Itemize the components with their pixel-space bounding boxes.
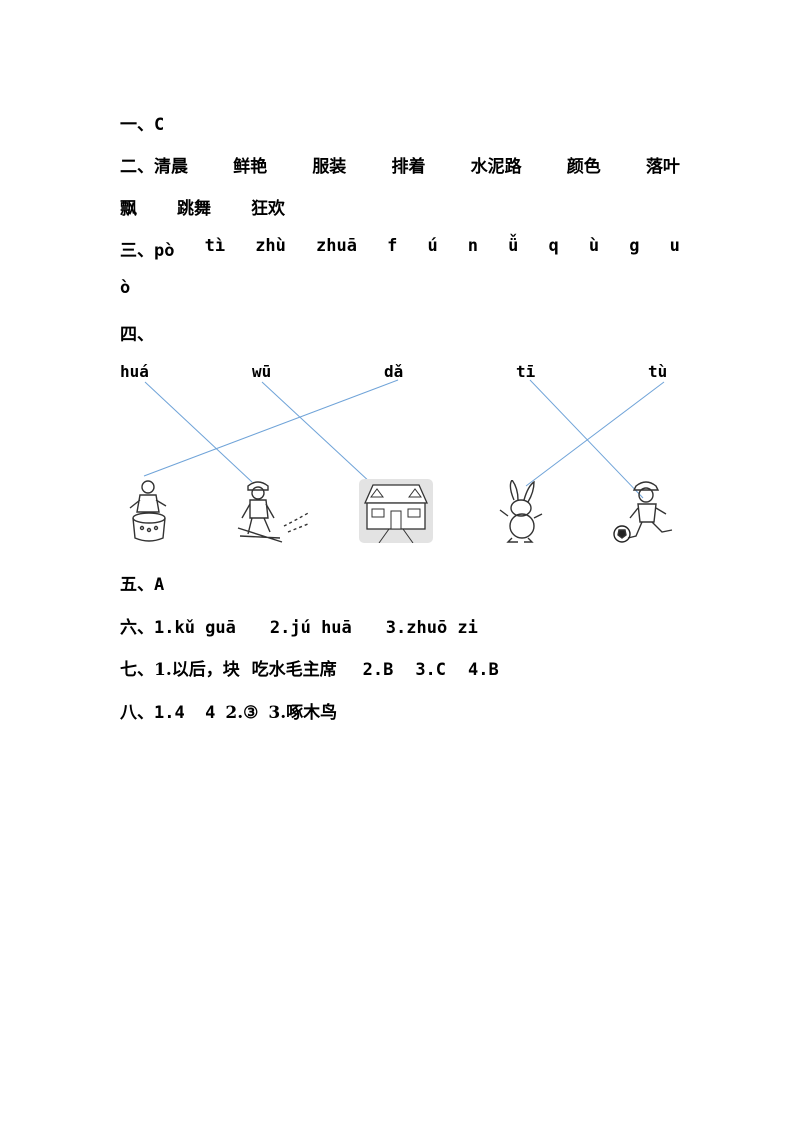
q4-pinyin-wu: wū (252, 362, 272, 381)
q3-syllable: tì (204, 236, 226, 256)
q7-item: 1.以后，块 吃水毛主席 (154, 660, 337, 680)
q6-item: 1.kǔ guā (154, 618, 236, 638)
q2-word: 二、清晨 (120, 157, 188, 177)
q8-item: 2.③ (225, 703, 259, 723)
q2-row1: 二、清晨 鲜艳 服装 排着 水泥路 颜色 落叶 (120, 152, 680, 177)
q4-pinyin-da: dǎ (384, 362, 404, 381)
skier-picture (237, 481, 311, 543)
q6-item: 2.jú huā (269, 618, 352, 638)
q7-item: 4.B (468, 660, 499, 680)
match-line-wu (261, 381, 373, 485)
q2-word: 服装 (312, 157, 347, 177)
q3-syllable: f (387, 236, 398, 256)
q5-label: 五、 (120, 575, 154, 595)
q2-word: 落叶 (645, 157, 680, 177)
match-line-hua (144, 381, 253, 483)
q6-item: 3.zhuō zi (385, 618, 478, 638)
q2-word: 狂欢 (251, 199, 285, 219)
q3-row1: 三、pò tì zhù zhuā f ú n ǚ q ù g u (120, 236, 680, 261)
q8-item: 3.啄木鸟 (268, 703, 338, 723)
match-line-da (143, 379, 399, 477)
q2-word: 飘 (120, 199, 137, 219)
q4-label: 四、 (120, 325, 154, 345)
q1-answer: C (154, 115, 165, 135)
q3-syllable: g (629, 236, 640, 256)
q3-syllable: ú (427, 236, 438, 256)
q2-word: 水泥路 (470, 157, 522, 177)
q2-word: 跳舞 (177, 199, 211, 219)
q6-line: 六、1.kǔ guā 2.jú huā 3.zhuō zi (120, 613, 478, 638)
q4-pinyin-hua: huá (120, 362, 149, 381)
q3-syllable: ò (120, 278, 131, 298)
q2-word: 鲜艳 (233, 157, 268, 177)
match-line-tu (525, 381, 665, 487)
q8-label: 八、 (120, 703, 154, 723)
q7-label: 七、 (120, 660, 154, 680)
q8-line: 八、1.4 4 2.③ 3.啄木鸟 (120, 698, 337, 723)
q3-syllable: u (669, 236, 680, 256)
q2-row2: 飘 跳舞 狂欢 (120, 194, 285, 219)
q3-row2: ò (120, 278, 130, 298)
q7-item: 3.C (415, 660, 447, 680)
q5-answer: A (154, 575, 165, 595)
q3-syllable: ù (588, 236, 600, 256)
q4-pinyin-tu: tù (648, 362, 668, 381)
q4-pinyin-ti: tī (516, 362, 536, 381)
q3-syllable: zhuā (316, 236, 357, 256)
q3-syllable: q (548, 236, 559, 256)
q2-word: 排着 (391, 157, 426, 177)
match-line-ti (529, 379, 644, 499)
q3-syllable: 三、pò (120, 241, 175, 261)
q1-label: 一、 (120, 115, 154, 135)
q3-syllable: n (467, 236, 479, 256)
q6-label: 六、 (120, 618, 154, 638)
soccer-boy-picture (613, 481, 673, 543)
q3-syllable: zhù (255, 236, 286, 256)
q2-word: 颜色 (566, 157, 601, 177)
q5-line: 五、A (120, 570, 164, 595)
rabbit-picture (499, 480, 543, 543)
house-picture (359, 479, 433, 543)
q8-item: 1.4 4 (154, 703, 216, 723)
drum-player-picture (129, 480, 167, 542)
q1-line: 一、C (120, 110, 164, 135)
q7-item: 2.B (362, 660, 394, 680)
q3-syllable: ǚ (508, 236, 519, 256)
q7-line: 七、1.以后，块 吃水毛主席 2.B 3.C 4.B (120, 655, 499, 680)
